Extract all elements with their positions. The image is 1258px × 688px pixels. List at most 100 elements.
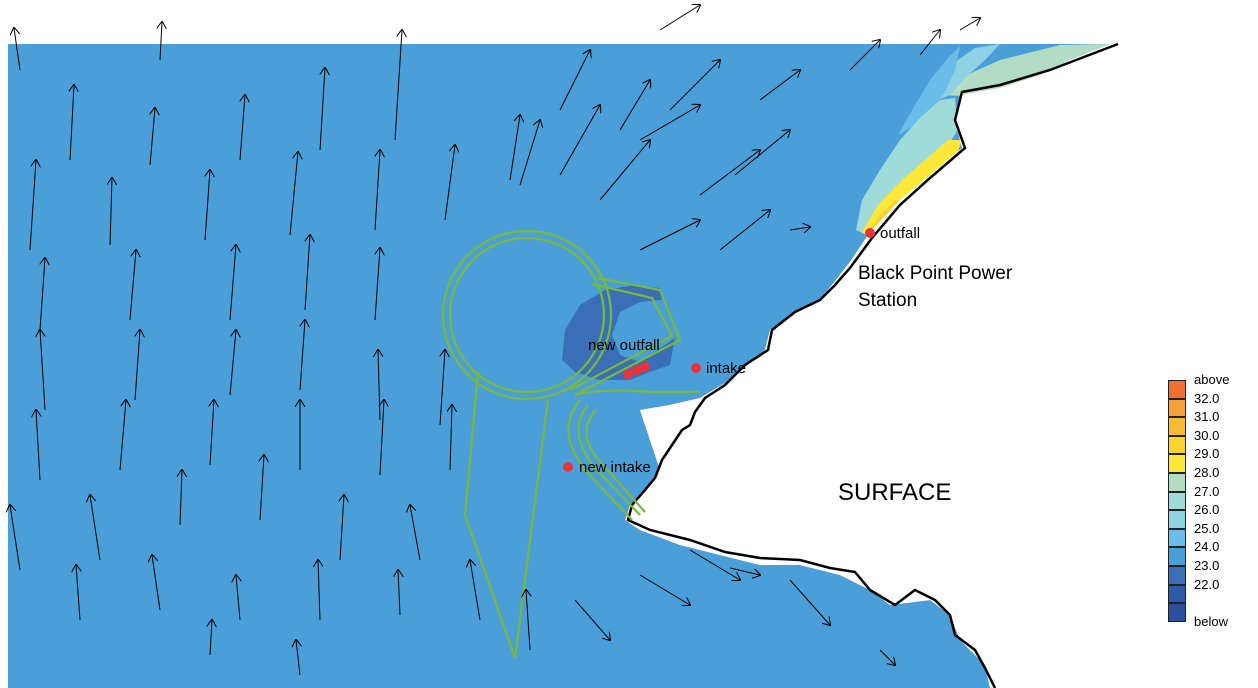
legend-entry: 29.0 <box>1168 447 1248 473</box>
current-arrow <box>394 30 402 141</box>
current-arrow <box>29 160 36 251</box>
current-arrow <box>260 455 264 521</box>
legend-entry: 26.0 <box>1168 503 1248 529</box>
current-arrow <box>36 410 40 481</box>
current-arrow <box>229 245 236 321</box>
legend-swatch <box>1168 398 1186 418</box>
current-arrow <box>879 649 895 665</box>
new-intake-marker: new intake <box>563 459 651 476</box>
current-arrow <box>210 400 214 466</box>
current-arrow <box>619 80 650 131</box>
current-arrow <box>734 130 790 176</box>
legend-swatch <box>1168 565 1186 585</box>
current-arrow <box>380 400 384 476</box>
current-arrow <box>789 579 830 625</box>
current-arrow <box>319 68 325 151</box>
new-intake-label: new intake <box>579 459 651 476</box>
current-arrow <box>519 120 540 186</box>
legend-entry <box>1168 603 1248 622</box>
station-label-line1: Black Point Power <box>858 263 1013 284</box>
current-arrow <box>14 28 21 71</box>
legend-label: below <box>1194 613 1228 629</box>
current-arrow <box>204 170 210 241</box>
legend-entry: 27.0 <box>1168 484 1248 511</box>
current-arrow <box>659 5 700 31</box>
new-outfall-marker: new outfall <box>588 337 660 379</box>
cool-plume <box>562 285 675 380</box>
intake-label: intake <box>706 360 746 377</box>
legend-entry: 30.0 <box>1168 428 1248 455</box>
current-arrow <box>150 108 155 166</box>
legend-entry: above <box>1168 373 1248 399</box>
legend-entry: 24.0 <box>1168 540 1248 566</box>
legend-label: 32.0 <box>1194 390 1220 406</box>
current-arrow <box>919 30 940 56</box>
current-arrow <box>160 22 162 61</box>
legend-swatch <box>1168 417 1186 436</box>
current-arrow <box>559 105 600 176</box>
coastline <box>626 42 1119 688</box>
current-arrow <box>509 115 520 181</box>
legend-label: 30.0 <box>1194 427 1220 443</box>
current-arrow <box>76 565 80 621</box>
legend-entry: 32.0 <box>1168 391 1248 418</box>
legend-swatch <box>1168 491 1186 511</box>
current-arrow <box>639 574 690 605</box>
legend-swatch <box>1168 435 1186 455</box>
legend-label: 29.0 <box>1194 446 1220 462</box>
current-arrow <box>789 227 810 230</box>
current-arrow <box>378 350 380 421</box>
legend-swatch <box>1168 584 1186 604</box>
current-arrow <box>959 18 980 31</box>
legend-label: 23.0 <box>1194 557 1220 573</box>
current-arrow <box>639 220 700 251</box>
current-arrow <box>729 567 760 575</box>
current-arrow <box>574 599 610 640</box>
current-arrow <box>90 495 101 561</box>
current-arrow <box>374 248 380 321</box>
current-arrow <box>689 549 740 580</box>
legend-swatch <box>1168 510 1186 529</box>
legend-label: 25.0 <box>1194 520 1220 536</box>
legend-entry: 28.0 <box>1168 465 1248 492</box>
current-arrow <box>40 330 46 411</box>
land-area <box>625 44 1258 688</box>
outfall-marker: outfall <box>865 225 920 242</box>
legend-swatch <box>1168 547 1186 566</box>
current-arrow <box>129 250 136 321</box>
current-vectors <box>10 5 980 676</box>
current-arrow <box>210 620 212 656</box>
legend-label: 26.0 <box>1194 502 1220 518</box>
current-arrow <box>410 505 421 561</box>
current-arrow <box>39 258 45 331</box>
current-arrow <box>374 150 380 231</box>
legend-label: 27.0 <box>1194 483 1220 499</box>
current-arrow <box>599 140 650 201</box>
outfall-label: outfall <box>880 225 920 242</box>
legend-label: 28.0 <box>1194 464 1220 480</box>
current-arrow <box>559 50 590 111</box>
water-area <box>8 44 1110 688</box>
current-arrow <box>10 505 21 571</box>
current-arrow <box>240 95 245 161</box>
current-arrow <box>296 640 300 676</box>
current-arrow <box>318 560 320 621</box>
legend-swatch <box>1168 380 1186 399</box>
current-arrow <box>236 575 240 621</box>
current-arrow <box>849 40 880 71</box>
current-arrow <box>152 555 161 611</box>
legend-swatch <box>1168 528 1186 548</box>
current-arrow <box>299 320 305 391</box>
reclamation-outline <box>441 229 700 659</box>
legend-entry: 22.0 <box>1168 577 1248 604</box>
legend-swatch <box>1168 472 1186 492</box>
current-arrow <box>639 105 700 141</box>
current-arrow <box>110 178 112 246</box>
legend-swatch <box>1168 603 1186 622</box>
station-label-line2: Station <box>858 290 917 311</box>
current-arrow <box>119 400 126 471</box>
legend-label: 22.0 <box>1194 576 1220 592</box>
current-arrow <box>340 495 344 561</box>
